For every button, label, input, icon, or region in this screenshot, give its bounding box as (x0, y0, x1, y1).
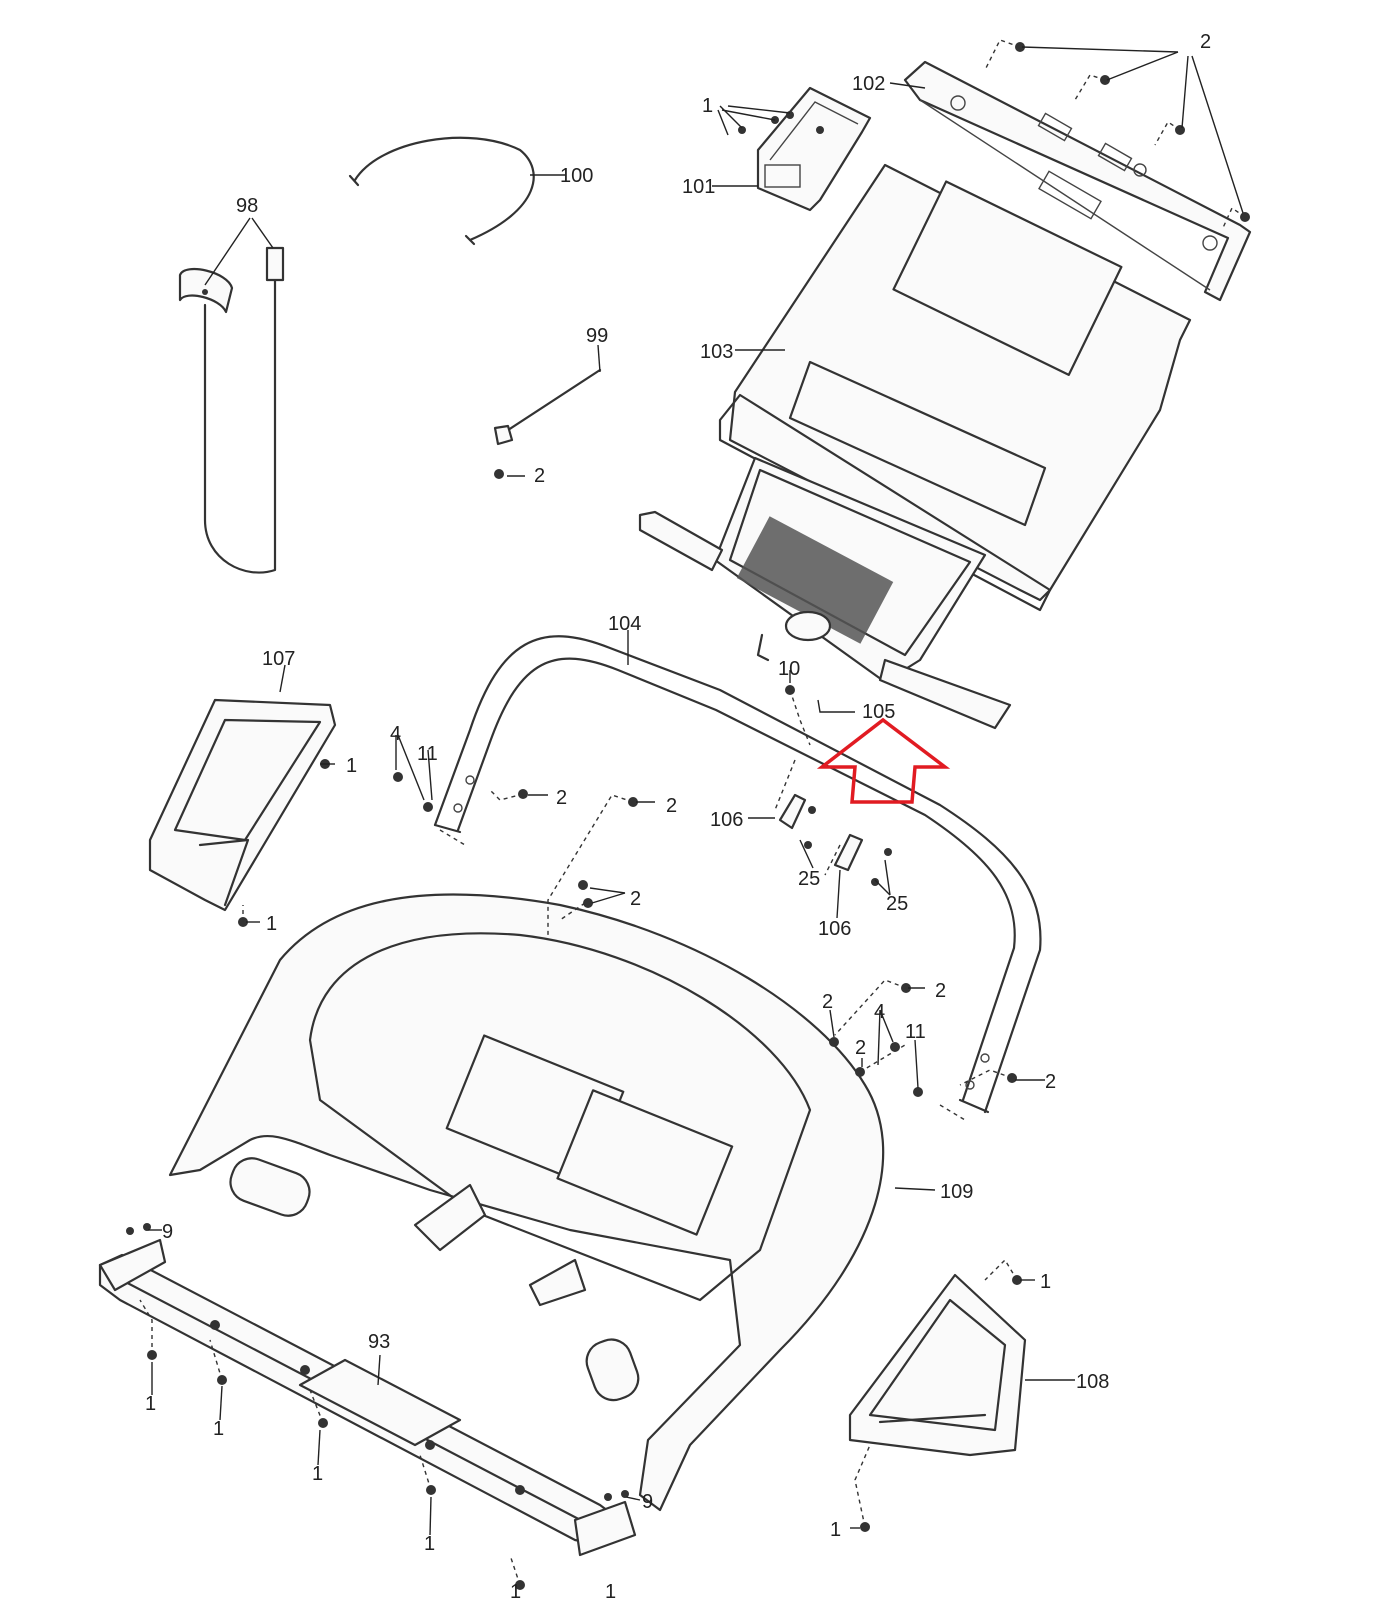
screw-icon (583, 898, 593, 908)
callout-c-2-left-b: 2 (666, 795, 677, 817)
screw-icon (604, 1493, 612, 1501)
callout-c-100: 100 (560, 165, 593, 187)
callout-c-10: 10 (778, 658, 800, 680)
callout-c-1-b5: 1 (510, 1581, 521, 1600)
callout-c-2-right-c: 2 (855, 1037, 866, 1059)
callout-c-1-b4: 1 (424, 1533, 435, 1555)
callout-c-102: 102 (852, 73, 885, 95)
callout-c-2-top: 2 (1200, 31, 1211, 53)
callout-c-25-a: 25 (798, 868, 820, 890)
callout-c-2-left-a: 2 (556, 787, 567, 809)
callout-c-1-b2: 1 (213, 1418, 224, 1440)
callout-c-4-left: 4 (390, 723, 401, 745)
callout-c-99: 99 (586, 325, 608, 347)
callout-c-1-107b: 1 (266, 913, 277, 935)
screw-icon (621, 1490, 629, 1498)
callout-c-1-107a: 1 (346, 755, 357, 777)
callout-c-1-108b: 1 (830, 1519, 841, 1541)
callout-c-2-99: 2 (534, 465, 545, 487)
callout-c-107: 107 (262, 648, 295, 670)
callout-c-109: 109 (940, 1181, 973, 1203)
screw-icon (578, 880, 588, 890)
callout-c-93: 93 (368, 1331, 390, 1353)
part-103-console (638, 163, 1192, 730)
callout-c-25-b: 25 (886, 893, 908, 915)
assembly-lines (139, 39, 1246, 1586)
part-106-clamps (778, 793, 892, 886)
leader-lines (148, 46, 1244, 1536)
callout-c-11-right: 11 (905, 1021, 926, 1043)
callout-c-103: 103 (700, 341, 733, 363)
callout-c-108: 108 (1076, 1371, 1109, 1393)
callout-c-2-mid: 2 (630, 888, 641, 910)
callout-c-1-b6: 1 (605, 1581, 616, 1600)
callout-c-106-a: 106 (710, 809, 743, 831)
part-107-left-tray (148, 698, 337, 912)
callout-c-104: 104 (608, 613, 641, 635)
screw-icon (829, 1037, 839, 1047)
screw-icon (126, 1227, 134, 1235)
callout-c-2-right-a: 2 (935, 980, 946, 1002)
part-98-safety-key (178, 246, 285, 574)
part-99-wire (493, 368, 602, 479)
callout-c-98: 98 (236, 195, 258, 217)
screw-icon (393, 772, 403, 782)
callout-c-106-b: 106 (818, 918, 851, 940)
screw-icon (143, 1223, 151, 1231)
part-109-base-frame (168, 893, 885, 1512)
callout-c-101: 101 (682, 176, 715, 198)
callout-c-4-right: 4 (874, 1001, 885, 1023)
screw-icon (913, 1087, 923, 1097)
callout-c-1-top: 1 (702, 95, 713, 117)
part-100-cable (348, 136, 535, 246)
part-104-handrail (433, 635, 1042, 1114)
callout-c-9-right: 9 (642, 1491, 653, 1513)
callout-c-1-108a: 1 (1040, 1271, 1051, 1293)
callout-c-1-b3: 1 (312, 1463, 323, 1485)
up-arrow-outline-icon (816, 717, 951, 804)
part-101-bracket (738, 86, 872, 212)
part-102-rear-cover (903, 60, 1252, 302)
screw-icon (423, 802, 433, 812)
callout-c-9-left: 9 (162, 1221, 173, 1243)
callout-labels: 2 102 1 101 100 98 99 2 103 104 107 10 1… (145, 31, 1211, 1600)
callout-c-11-left: 11 (417, 743, 438, 765)
callout-c-105: 105 (862, 701, 895, 723)
part-108-right-tray (848, 1273, 1027, 1457)
callout-c-1-b1: 1 (145, 1393, 156, 1415)
callout-c-2-right-d: 2 (1045, 1071, 1056, 1093)
callout-c-2-right-b: 2 (822, 991, 833, 1013)
part-93-crossbar (98, 1238, 637, 1557)
